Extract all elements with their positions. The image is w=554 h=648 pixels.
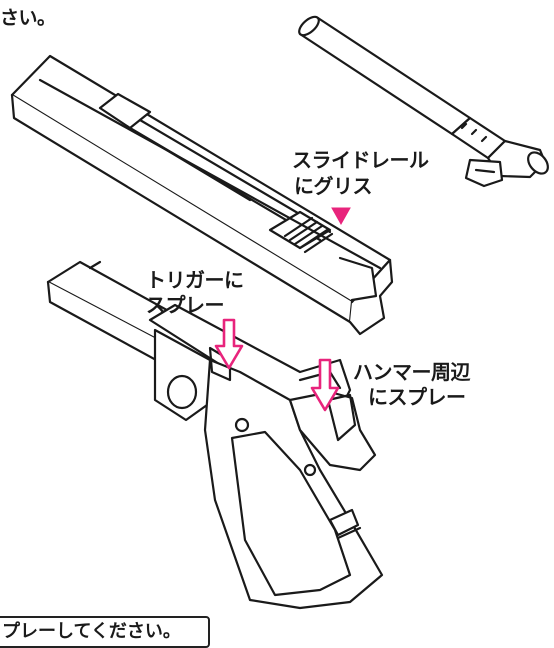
slide-rail-label-line-1: スライドレール bbox=[292, 148, 429, 172]
trigger-label-line-2: スプレー bbox=[146, 293, 225, 317]
trigger-marker bbox=[214, 318, 244, 370]
arrow-down-icon bbox=[214, 318, 244, 370]
barrel-illustration bbox=[298, 15, 549, 188]
arrow-down-icon bbox=[310, 358, 340, 412]
triangle-down-icon bbox=[331, 207, 351, 226]
hammer-label-line-2: にスプレー bbox=[368, 385, 466, 409]
hammer-label-line-1: ハンマー周辺 bbox=[353, 360, 471, 384]
note-text: プレーしてください。 bbox=[2, 621, 181, 642]
frame-illustration bbox=[46, 260, 384, 610]
truncated-instruction-text: さい。 bbox=[0, 7, 56, 29]
slide-rail-label-line-2: にグリス bbox=[294, 174, 373, 198]
hammer-marker bbox=[310, 358, 340, 412]
slide-illustration bbox=[10, 54, 394, 336]
note-box: プレーしてください。 bbox=[0, 616, 210, 648]
trigger-label-line-1: トリガーに bbox=[146, 268, 244, 292]
slide-rail-marker bbox=[331, 207, 351, 226]
